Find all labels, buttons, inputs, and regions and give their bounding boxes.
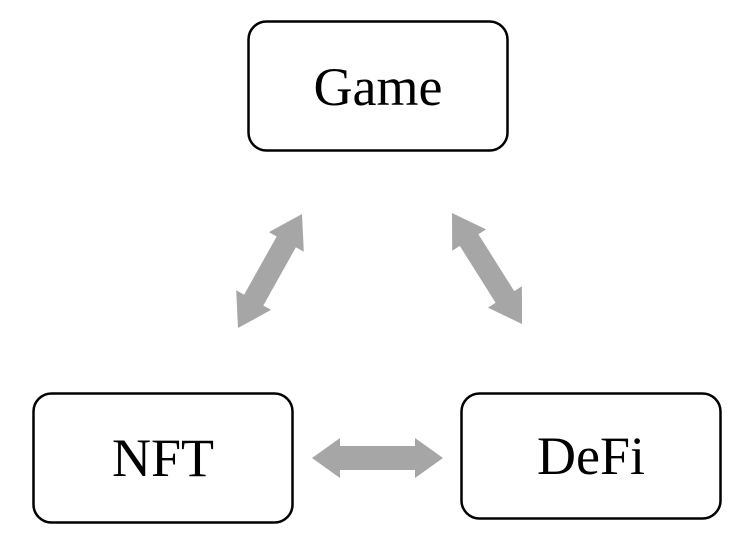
node-game-box: [247, 20, 509, 152]
node-nft-label: NFT: [112, 428, 214, 488]
arrow-game-nft: [236, 214, 304, 328]
node-defi-label: DeFi: [537, 426, 645, 486]
node-nft-box: [32, 392, 294, 524]
arrow-game-defi: [452, 213, 522, 324]
node-game-label: Game: [314, 57, 443, 117]
arrow-nft-defi: [312, 438, 443, 478]
node-defi-box: [460, 392, 722, 520]
